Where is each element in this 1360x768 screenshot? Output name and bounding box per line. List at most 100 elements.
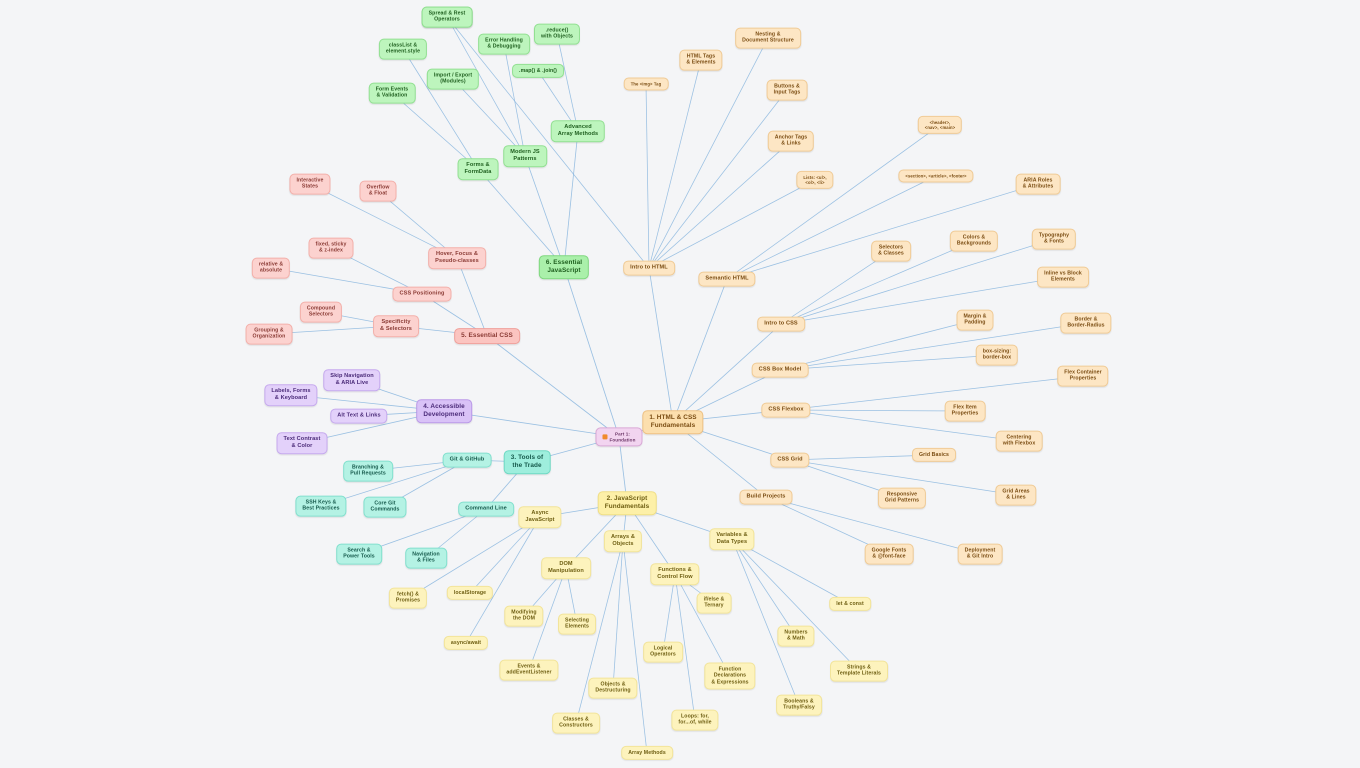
- leaf-node-compound-selectors[interactable]: Compound Selectors: [299, 301, 343, 323]
- leaf-node-objects-destructuring[interactable]: Objects & Destructuring: [588, 677, 638, 699]
- leaf-node-colors-backgrounds[interactable]: Colors & Backgrounds: [949, 230, 999, 252]
- leaf-node-map-join[interactable]: .map() & .join(): [512, 63, 564, 79]
- subtopic-node-css-positioning[interactable]: CSS Positioning: [392, 286, 452, 302]
- root-node-part-1-foundation[interactable]: Part 1: Foundation: [595, 427, 643, 447]
- branch-node-javascript[interactable]: 2. JavaScript Fundamentals: [597, 491, 657, 515]
- edge: [672, 323, 782, 423]
- leaf-node-section-article-footer[interactable]: <section>, <article>, <footer>: [898, 169, 974, 183]
- leaf-node-loops-for-for-of-while[interactable]: Loops: for, for...of, while: [671, 709, 719, 731]
- leaf-node-logical-operators[interactable]: Logical Operators: [643, 641, 683, 663]
- leaf-node-spread-rest-operators[interactable]: Spread & Rest Operators: [421, 6, 473, 28]
- subtopic-node-css-flexbox[interactable]: CSS Flexbox: [761, 402, 811, 418]
- subtopic-node-git-github[interactable]: Git & GitHub: [442, 452, 492, 468]
- leaf-node-header-nav-main[interactable]: <header>, <nav>, <main>: [917, 115, 963, 135]
- subtopic-node-dom-manipulation[interactable]: DOM Manipulation: [541, 557, 591, 579]
- subtopic-node-css-box-model[interactable]: CSS Box Model: [751, 362, 809, 378]
- leaf-node-flex-item-properties[interactable]: Flex Item Properties: [944, 400, 986, 422]
- leaf-node-modifying-the-dom[interactable]: Modifying the DOM: [504, 605, 544, 627]
- subtopic-node-intro-to-css[interactable]: Intro to CSS: [757, 316, 805, 332]
- leaf-node-search-power-tools[interactable]: Search & Power Tools: [336, 543, 382, 565]
- leaf-node-inline-vs-block-elements[interactable]: Inline vs Block Elements: [1037, 266, 1089, 288]
- leaf-node-import-export-modules[interactable]: Import / Export (Modules): [426, 68, 480, 90]
- leaf-node-classlist-element-style[interactable]: classList & element.style: [378, 38, 428, 60]
- leaf-node-box-sizing-border-box[interactable]: box-sizing: border-box: [975, 344, 1019, 366]
- leaf-node-strings-template-literals[interactable]: Strings & Template Literals: [830, 660, 888, 682]
- leaf-node-numbers-math[interactable]: Numbers & Math: [777, 625, 815, 647]
- subtopic-node-intro-to-html[interactable]: Intro to HTML: [623, 260, 675, 276]
- edge: [648, 37, 769, 269]
- leaf-node-branching-pull-requests[interactable]: Branching & Pull Requests: [343, 460, 393, 482]
- root-node-label: Part 1: Foundation: [609, 431, 636, 442]
- leaf-node-grid-areas-lines[interactable]: Grid Areas & Lines: [995, 484, 1037, 506]
- leaf-node-let-const[interactable]: let & const: [829, 596, 871, 612]
- subtopic-node-variables-data-types[interactable]: Variables & Data Types: [709, 528, 755, 550]
- subtopic-node-command-line[interactable]: Command Line: [458, 501, 514, 517]
- leaf-node-deployment-git-intro[interactable]: Deployment & Git Intro: [957, 543, 1003, 565]
- edge: [785, 409, 1020, 442]
- leaf-node-array-methods[interactable]: Array Methods: [621, 745, 673, 761]
- subtopic-node-hover-focus-pseudo-classes[interactable]: Hover, Focus & Pseudo-classes: [428, 247, 486, 269]
- leaf-node-selecting-elements[interactable]: Selecting Elements: [558, 613, 596, 635]
- subtopic-node-text-contrast-color[interactable]: Text Contrast & Color: [276, 432, 328, 454]
- leaf-node-flex-container-properties[interactable]: Flex Container Properties: [1057, 365, 1109, 387]
- edge: [726, 124, 941, 280]
- leaf-node-classes-constructors[interactable]: Classes & Constructors: [552, 712, 600, 734]
- edge: [674, 573, 696, 721]
- leaf-node-error-handling-debugging[interactable]: Error Handling & Debugging: [478, 33, 530, 55]
- leaf-node-buttons-input-tags[interactable]: Buttons & Input Tags: [766, 79, 808, 101]
- leaf-node-localstorage[interactable]: localStorage: [446, 585, 494, 601]
- branch-node-tools[interactable]: 3. Tools of the Trade: [503, 450, 551, 474]
- leaf-node-anchor-tags-links[interactable]: Anchor Tags & Links: [767, 130, 815, 152]
- leaf-node-events-addeventlistener[interactable]: Events & addEventListener: [499, 659, 559, 681]
- subtopic-node-forms-formdata[interactable]: Forms & FormData: [457, 158, 499, 180]
- leaf-node-core-git-commands[interactable]: Core Git Commands: [363, 496, 407, 518]
- leaf-node-fixed-sticky-z-index[interactable]: fixed, sticky & z-index: [308, 237, 354, 259]
- subtopic-node-specificity-selectors[interactable]: Specificity & Selectors: [373, 315, 419, 337]
- leaf-node-border-border-radius[interactable]: Border & Border-Radius: [1060, 312, 1112, 334]
- subtopic-node-semantic-html[interactable]: Semantic HTML: [698, 271, 756, 287]
- leaf-node-reduce-with-objects[interactable]: .reduce() with Objects: [533, 23, 581, 45]
- subtopic-node-modern-js-patterns[interactable]: Modern JS Patterns: [503, 145, 547, 167]
- leaf-node-margin-padding[interactable]: Margin & Padding: [956, 309, 994, 331]
- leaf-node-lists-ul-ol-li[interactable]: Lists: <ul>, <ol>, <li>: [796, 170, 834, 190]
- subtopic-node-functions-control-flow[interactable]: Functions & Control Flow: [650, 563, 700, 585]
- subtopic-node-async-javascript[interactable]: Async JavaScript: [518, 506, 562, 528]
- leaf-node-aria-roles-attributes[interactable]: ARIA Roles & Attributes: [1015, 173, 1061, 195]
- leaf-node-html-tags-elements[interactable]: HTML Tags & Elements: [679, 49, 723, 71]
- leaf-node-booleans-truthy-falsy[interactable]: Booleans & Truthy/Falsy: [776, 694, 822, 716]
- leaf-node-function-declarations-expressions[interactable]: Function Declarations & Expressions: [704, 662, 756, 690]
- leaf-node-fetch-promises[interactable]: fetch() & Promises: [388, 587, 428, 609]
- leaf-node-centering-with-flexbox[interactable]: Centering with Flexbox: [995, 430, 1043, 452]
- edge: [563, 130, 579, 268]
- leaf-node-responsive-grid-patterns[interactable]: Responsive Grid Patterns: [877, 487, 927, 509]
- branch-node-essential-css[interactable]: 5. Essential CSS: [454, 328, 520, 344]
- leaf-node-typography-fonts[interactable]: Typography & Fonts: [1031, 228, 1077, 250]
- branch-node-accessibility[interactable]: 4. Accessible Development: [416, 399, 472, 423]
- subtopic-node-alt-text-links[interactable]: Alt Text & Links: [330, 408, 388, 424]
- subtopic-node-skip-navigation-aria-live[interactable]: Skip Navigation & ARIA Live: [323, 369, 381, 391]
- subtopic-node-labels-forms-keyboard[interactable]: Labels, Forms & Keyboard: [264, 384, 318, 406]
- subtopic-node-advanced-array-methods[interactable]: Advanced Array Methods: [550, 120, 606, 142]
- subtopic-node-css-grid[interactable]: CSS Grid: [770, 452, 810, 468]
- leaf-node-overflow-float[interactable]: Overflow & Float: [359, 180, 397, 202]
- branch-node-html-css[interactable]: 1. HTML & CSS Fundamentals: [642, 410, 704, 434]
- leaf-node-interactive-states[interactable]: Interactive States: [289, 173, 331, 195]
- leaf-node-nesting-document-structure[interactable]: Nesting & Document Structure: [735, 27, 801, 49]
- leaf-node-if-else-ternary[interactable]: if/else & Ternary: [696, 592, 732, 614]
- leaf-node-grid-basics[interactable]: Grid Basics: [912, 447, 956, 463]
- subtopic-node-arrays-objects[interactable]: Arrays & Objects: [603, 530, 643, 552]
- leaf-node-relative-absolute[interactable]: relative & absolute: [251, 257, 291, 279]
- subtopic-node-build-projects[interactable]: Build Projects: [739, 489, 793, 505]
- leaf-node-the-img-tag[interactable]: The <img> Tag: [623, 77, 669, 91]
- leaf-node-ssh-keys-best-practices[interactable]: SSH Keys & Best Practices: [295, 495, 347, 517]
- leaf-node-form-events-validation[interactable]: Form Events & Validation: [368, 82, 416, 104]
- leaf-node-selectors-classes[interactable]: Selectors & Classes: [871, 240, 911, 262]
- edge: [528, 567, 567, 671]
- leaf-node-navigation-files[interactable]: Navigation & Files: [405, 547, 447, 569]
- edge: [785, 409, 966, 412]
- leaf-node-async-await[interactable]: async/await: [443, 635, 489, 651]
- leaf-node-grouping-organization[interactable]: Grouping & Organization: [245, 323, 293, 345]
- branch-node-essential-js[interactable]: 6. Essential JavaScript: [538, 255, 590, 279]
- leaf-node-google-fonts-@font-face[interactable]: Google Fonts & @font-face: [864, 543, 914, 565]
- edge: [575, 540, 624, 724]
